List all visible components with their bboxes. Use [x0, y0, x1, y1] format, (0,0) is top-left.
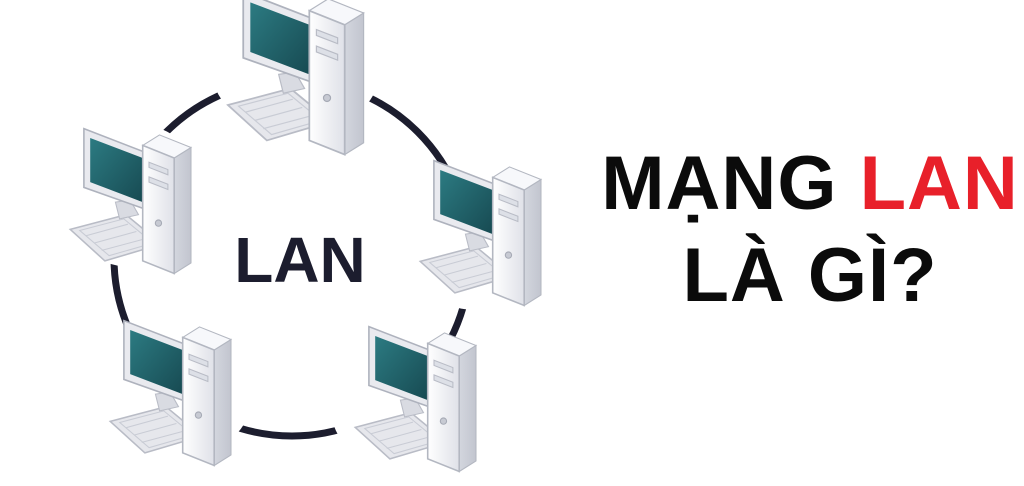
headline-prefix: MẠNG — [601, 141, 838, 226]
headline-line-1: MẠNG LAN — [600, 138, 1020, 230]
center-label: LAN — [234, 224, 366, 296]
headline: MẠNG LAN LÀ GÌ? — [600, 138, 1020, 322]
headline-accent: LAN — [859, 141, 1019, 226]
headline-line-2: LÀ GÌ? — [682, 233, 938, 318]
